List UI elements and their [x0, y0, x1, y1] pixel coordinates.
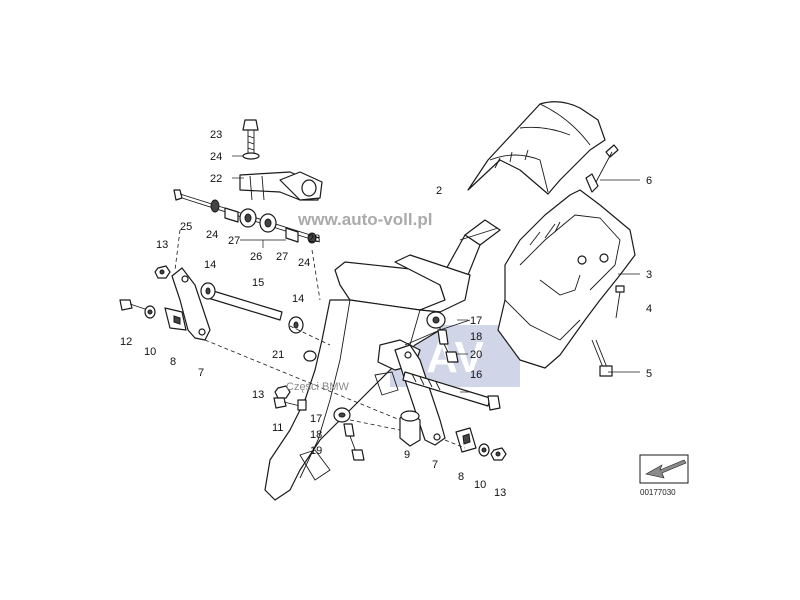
upper-column-cover[interactable] — [467, 101, 606, 195]
callout-27: 27 — [228, 235, 240, 247]
callout-21: 21 — [272, 349, 284, 361]
callout-26: 26 — [250, 251, 262, 263]
reference-number: 00177030 — [640, 488, 676, 497]
callout-18: 18 — [470, 331, 482, 343]
bolt-11[interactable] — [273, 397, 307, 411]
nut-13-left[interactable] — [154, 265, 171, 279]
site-watermark: www.auto-voll.pl — [297, 210, 432, 229]
callout-8: 8 — [170, 356, 176, 368]
callout-14: 14 — [204, 259, 216, 271]
callout-8: 8 — [458, 471, 464, 483]
connecting-rod[interactable] — [207, 289, 283, 321]
callout-11: 11 — [272, 422, 283, 434]
callout-24: 24 — [298, 257, 310, 269]
washer-10-right[interactable] — [478, 443, 490, 457]
callout-3: 3 — [646, 269, 652, 281]
callout-12: 12 — [120, 336, 132, 348]
callout-20: 20 — [470, 349, 482, 361]
callout-9: 9 — [404, 449, 410, 461]
bolt-12[interactable] — [119, 299, 149, 311]
washer-10-left[interactable] — [144, 305, 156, 319]
sleeve-18-upper[interactable] — [437, 329, 449, 345]
leader-lines — [232, 155, 640, 393]
callout-25: 25 — [180, 221, 192, 233]
callout-13: 13 — [252, 389, 264, 401]
lower-column-cover[interactable] — [497, 189, 636, 369]
clamp-8-left[interactable] — [164, 307, 187, 331]
washer-24-top[interactable] — [242, 152, 260, 160]
callout-6: 6 — [646, 175, 652, 187]
cover-screw-4[interactable] — [615, 285, 625, 319]
right-bracket[interactable] — [394, 344, 446, 446]
callout-10: 10 — [144, 346, 156, 358]
callout-16: 16 — [470, 369, 482, 381]
bushing-14-left[interactable] — [200, 282, 216, 300]
bushing-14-right[interactable] — [288, 316, 304, 334]
assembly-guide-lines — [174, 229, 466, 449]
callout-5: 5 — [646, 368, 652, 380]
callout-19: 19 — [310, 445, 322, 457]
cover-screw-5[interactable] — [591, 339, 613, 377]
callout-7: 7 — [198, 367, 204, 379]
bushing-9[interactable] — [399, 410, 421, 447]
callout-labels: 23 24 22 25 24 27 26 27 24 28 2 6 3 4 5 … — [120, 129, 652, 499]
callout-13: 13 — [494, 487, 506, 499]
callout-17: 17 — [470, 315, 482, 327]
callout-18: 18 — [310, 429, 322, 441]
nut-13-center[interactable] — [274, 385, 291, 399]
long-bolt-16[interactable] — [402, 371, 501, 411]
callout-23: 23 — [210, 129, 222, 141]
callout-24: 24 — [206, 229, 218, 241]
cover-screw-6[interactable] — [585, 144, 619, 193]
callout-7: 7 — [432, 459, 438, 471]
callout-28: 28 — [308, 233, 320, 245]
bushing-17-upper[interactable] — [426, 311, 446, 329]
callout-15: 15 — [252, 277, 264, 289]
clamp-8-right[interactable] — [455, 427, 477, 453]
callout-2: 2 — [436, 185, 442, 197]
bolt-23[interactable] — [242, 119, 259, 158]
callout-4: 4 — [646, 303, 652, 315]
clip-21[interactable] — [303, 350, 317, 362]
callout-13: 13 — [156, 239, 168, 251]
top-bracket[interactable] — [239, 171, 323, 201]
callout-17: 17 — [310, 413, 322, 425]
nut-13-right[interactable] — [490, 447, 507, 461]
screw-20[interactable] — [443, 343, 459, 363]
arrow-down-left-icon — [639, 454, 689, 484]
callout-22: 22 — [210, 173, 222, 185]
callout-24: 24 — [210, 151, 222, 163]
callout-14: 14 — [292, 293, 304, 305]
callout-27: 27 — [276, 251, 288, 263]
brand-watermark: Części BMW — [286, 381, 350, 393]
sleeve-18-lower[interactable] — [343, 423, 355, 437]
callout-10: 10 — [474, 479, 486, 491]
bushing-17-lower[interactable] — [333, 407, 351, 423]
bushing-left[interactable] — [210, 199, 317, 244]
screw-19[interactable] — [349, 435, 365, 461]
